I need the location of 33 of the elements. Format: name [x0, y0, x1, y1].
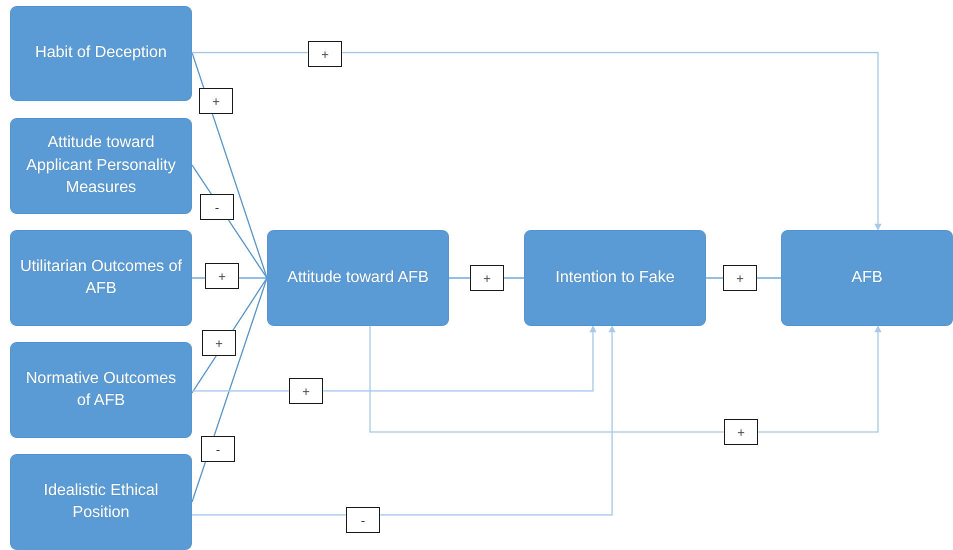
edge-label: +: [199, 88, 233, 114]
process-box: [524, 230, 706, 326]
process-box: [781, 230, 953, 326]
edge-label: +: [308, 41, 342, 67]
node-label: Utilitarian Outcomes of AFB: [19, 256, 183, 299]
edge-label: -: [346, 507, 380, 533]
node-label: Attitude toward AFB: [287, 268, 429, 288]
edge-label: +: [723, 265, 757, 291]
connector-line: [191, 278, 268, 502]
edge-label: +: [205, 263, 239, 289]
process-box: [10, 342, 192, 438]
node-label: Intention to Fake: [555, 268, 675, 288]
process-box: [267, 230, 449, 326]
connector-line: [191, 52, 268, 278]
process-box: [10, 230, 192, 326]
node-label: Idealistic Ethical Position: [42, 480, 160, 523]
node-label: Attitude toward Applicant Personality Measures: [25, 133, 177, 198]
process-box: [10, 6, 192, 101]
arrow: [369, 325, 882, 433]
process-box: [10, 454, 192, 550]
edge-label: -: [200, 194, 234, 220]
edge-label: +: [289, 378, 323, 404]
edge-label: -: [201, 436, 235, 462]
arrow: [192, 325, 616, 516]
arrow: [192, 52, 882, 231]
arrow: [192, 325, 596, 392]
node-label: Normative Outcomes of AFB: [24, 368, 178, 411]
edge-label: +: [202, 330, 236, 356]
edge-label: +: [724, 419, 758, 445]
node-label: AFB: [851, 268, 883, 288]
process-box: [10, 118, 192, 214]
edge-label: +: [470, 265, 504, 291]
node-label: Habit of Deception: [35, 43, 167, 64]
